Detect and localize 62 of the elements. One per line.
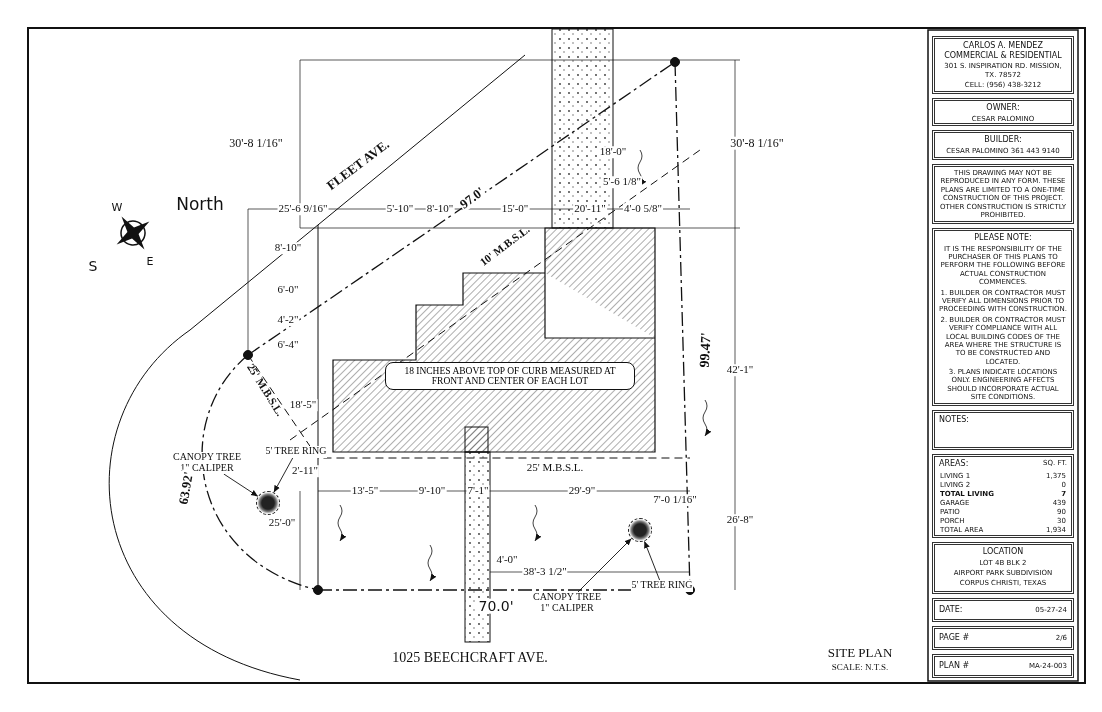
panel-heading: PLEASE NOTE:: [974, 233, 1032, 243]
note-box: [385, 362, 635, 390]
panel-heading: NOTES:: [939, 415, 969, 425]
title-block-panel: [932, 626, 1074, 650]
drawing-title: SITE PLAN: [827, 646, 893, 660]
compass-label: E: [146, 256, 154, 268]
panel-heading: LOCATION: [982, 547, 1024, 557]
dimension-text: 18'-0": [598, 146, 628, 158]
callout-text: 5' TREE RING: [265, 446, 327, 458]
dimension-text: 5'-6 1/8": [602, 176, 642, 188]
dimension-text: 29'-9": [567, 485, 597, 497]
compass-label: S: [88, 258, 98, 274]
title-block-panel: [932, 598, 1074, 622]
dimension-text: 26'-8": [725, 514, 755, 526]
title-block-panel: [932, 98, 1074, 126]
dimension-text: 8'-10": [273, 242, 303, 254]
tree-symbol-icon: [256, 491, 280, 515]
tree-symbol-icon: [628, 518, 652, 542]
dimension-text: 6'-0": [276, 284, 300, 296]
title-block-panel: [932, 654, 1074, 678]
panel-heading: CARLOS A. MENDEZ COMMERCIAL & RESIDENTIAL: [943, 41, 1063, 61]
dimension-text: 15'-0": [500, 203, 530, 215]
dimension-text: 25'-6 9/16": [277, 203, 329, 215]
setback-label: 25' M.B.S.L.: [526, 462, 584, 474]
title-block-panel: [932, 228, 1074, 406]
dimension-text: 13'-5": [350, 485, 380, 497]
dimension-text: 7'-0 1/16": [652, 494, 698, 506]
title-block-panel: [932, 410, 1074, 450]
dimension-text: 25'-0": [267, 517, 297, 529]
title-block-panel: [932, 454, 1074, 538]
dimension-text: 9'-10": [417, 485, 447, 497]
dimension-text: 5'-10": [385, 203, 415, 215]
dimension-text: 6'-4": [276, 339, 300, 351]
dimension-text: 8'-10": [425, 203, 455, 215]
panel-heading: PAGE #: [939, 633, 970, 643]
title-block-panel: [932, 36, 1074, 94]
dimension-text: 18'-5": [288, 399, 318, 411]
panel-heading: AREAS:: [939, 459, 969, 469]
dimension-text: 30'-8 1/16": [729, 136, 785, 150]
dimension-text: 70.0': [477, 598, 515, 614]
dimension-text: 38'-3 1/2": [522, 566, 568, 578]
dimension-text: 30'-8 1/16": [228, 136, 284, 150]
dimension-text: 4'-0": [495, 554, 519, 566]
dimension-text: 2'-11": [290, 465, 320, 477]
panel-heading: BUILDER:: [984, 135, 1022, 145]
dimension-text: 42'-1": [725, 364, 755, 376]
panel-heading: PLAN #: [939, 661, 970, 671]
dimension-text: 4'-2": [276, 314, 300, 326]
callout-text: 5' TREE RING: [631, 580, 693, 592]
scale-note: SCALE: N.T.S.: [831, 663, 889, 673]
panel-heading: OWNER:: [986, 103, 1020, 113]
compass-label: W: [111, 202, 123, 214]
dimension-text: 7'-1": [466, 485, 490, 497]
title-block-panel: [932, 164, 1074, 224]
title-block-panel: [932, 542, 1074, 594]
dimension-text: 4'-0 5/8": [623, 203, 663, 215]
note-text: 18 INCHES ABOVE TOP OF CURB MEASURED AT FRONT AND CENTER OF EACH LOT: [403, 365, 617, 387]
title-block-panel: [932, 130, 1074, 160]
street-address: 1025 BEECHCRAFT AVE.: [392, 650, 548, 666]
compass-label: North: [176, 196, 224, 214]
panel-heading: DATE:: [939, 605, 963, 615]
dimension-text: 20'-11": [573, 203, 607, 215]
